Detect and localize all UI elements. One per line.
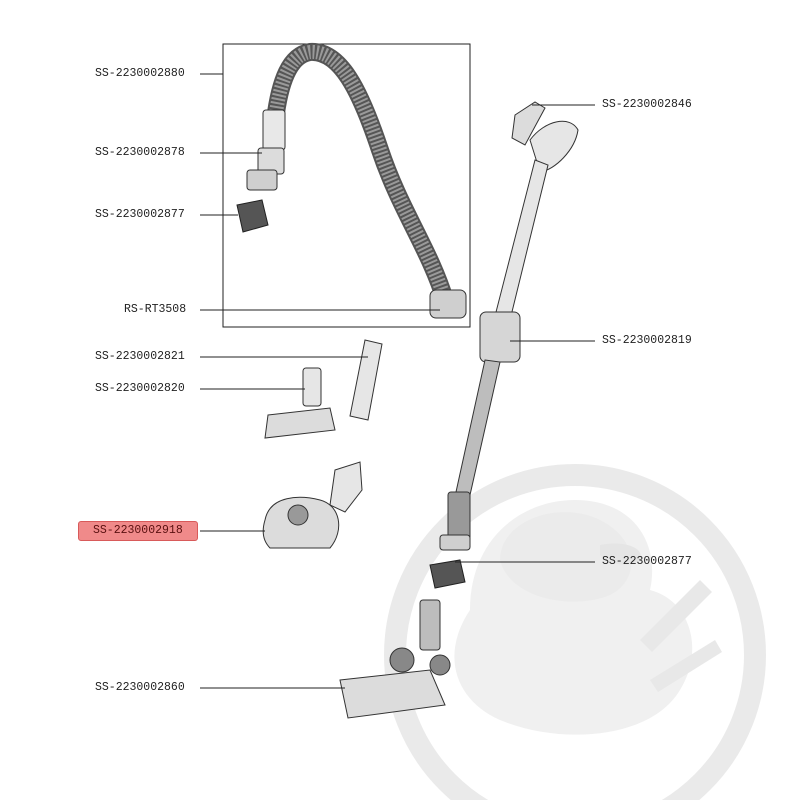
part-label-floor-nozzle: SS-2230002860	[95, 681, 185, 694]
hose-group-frame	[222, 43, 471, 328]
small-adapter-top-drawing	[236, 199, 269, 233]
turbo-brush-drawing	[262, 461, 363, 549]
part-label-upholstery-brush: SS-2230002820	[95, 382, 185, 395]
part-label-hose-tube: RS-RT3508	[124, 303, 187, 316]
part-label-crevice-tool: SS-2230002821	[95, 350, 185, 363]
part-label-hose-end-fitting: SS-2230002878	[95, 146, 185, 159]
handle-grip-drawing	[511, 101, 579, 173]
duck-logo-watermark	[384, 464, 766, 800]
hose-drawing	[266, 43, 467, 319]
crevice-tool-drawing	[349, 339, 383, 421]
leader-lines	[200, 73, 595, 689]
floor-nozzle-drawing	[339, 599, 451, 719]
hose-end-fitting-drawing	[246, 109, 286, 191]
part-label-small-adapter-bottom: SS-2230002877	[602, 555, 692, 568]
telescopic-tube-drawing	[439, 159, 549, 551]
upholstery-brush-drawing	[264, 367, 336, 439]
part-label-hose-assembly: SS-2230002880	[95, 67, 185, 80]
part-label-turbo-brush[interactable]: SS-2230002918	[78, 521, 198, 541]
part-label-handle-grip: SS-2230002846	[602, 98, 692, 111]
small-adapter-bottom-drawing	[429, 559, 466, 589]
part-label-small-adapter-top: SS-2230002877	[95, 208, 185, 221]
part-label-telescopic-tube: SS-2230002819	[602, 334, 692, 347]
